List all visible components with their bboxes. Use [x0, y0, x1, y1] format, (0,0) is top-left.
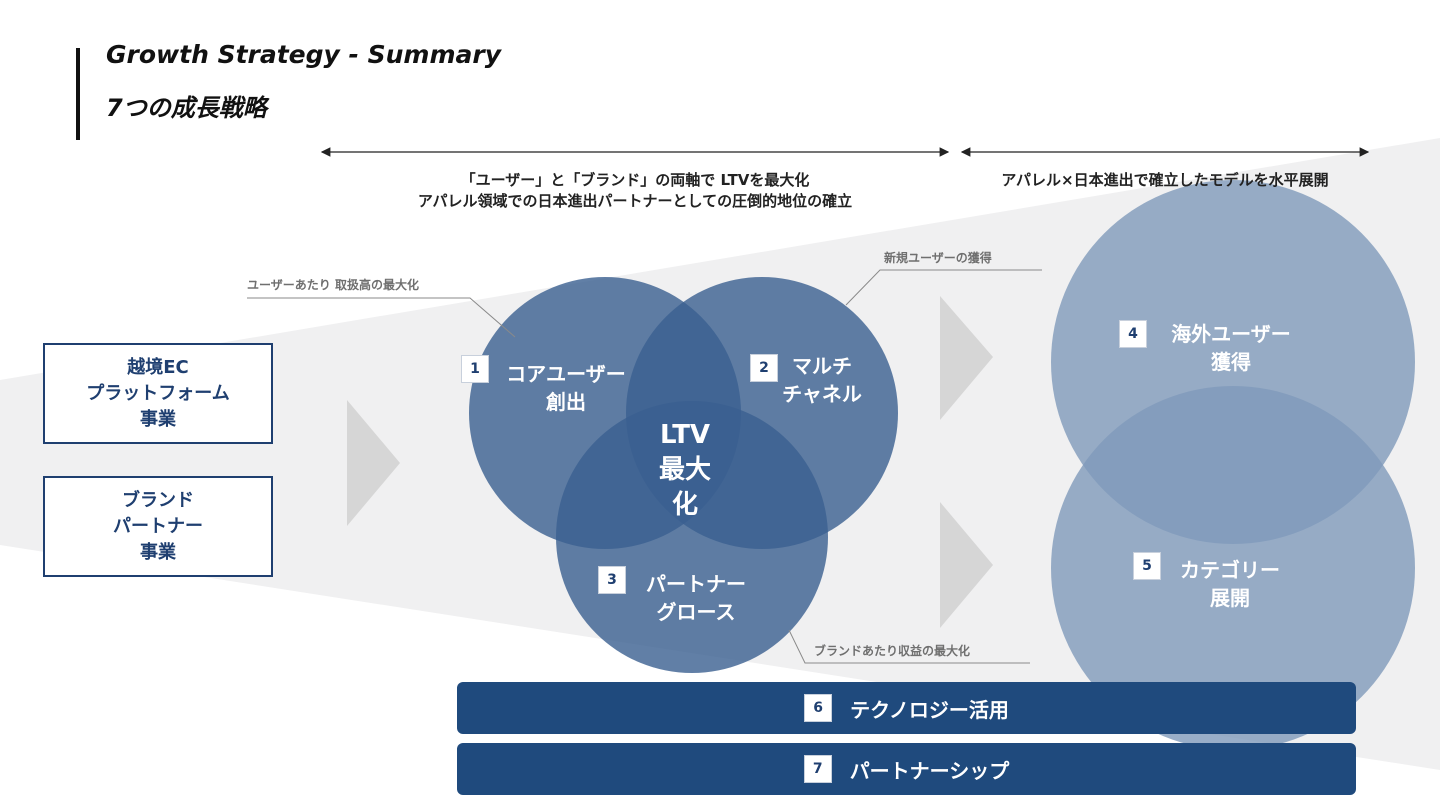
- chevron-main: [347, 400, 400, 526]
- note-per-user: ユーザーあたり 取扱高の最大化: [247, 278, 419, 292]
- center-label-line: LTV: [659, 420, 711, 450]
- venn-label-line: マルチ: [792, 354, 852, 378]
- venn-label-line: パートナー: [646, 572, 746, 596]
- expansion-label-line: 展開: [1210, 586, 1250, 610]
- venn-center-ltv: LTV 最大 化: [645, 418, 725, 523]
- business-box-cross-border-ec: 越境EC プラットフォーム 事業: [43, 343, 273, 444]
- venn-label-multichannel: マルチ チャネル: [774, 352, 870, 408]
- venn-label-partner-growth: パートナー グロース: [634, 570, 758, 626]
- expansion-label-line: カテゴリー: [1180, 558, 1280, 582]
- center-label-line: 化: [671, 490, 698, 520]
- center-label-line: 最大: [658, 455, 711, 485]
- venn-label-line: 創出: [546, 390, 586, 414]
- number-badge-7: 7: [803, 755, 832, 783]
- expansion-label-line: 海外ユーザー: [1171, 322, 1291, 346]
- business-box-brand-partner: ブランド パートナー 事業: [43, 476, 273, 577]
- strategy-bar-partnership: 7 パートナーシップ: [457, 743, 1356, 795]
- number-badge-4: 4: [1119, 320, 1147, 348]
- page-subtitle: 7つの成長戦略: [106, 94, 267, 122]
- number-badge-2: 2: [750, 354, 778, 382]
- strategy-bar-technology: 6 テクノロジー活用: [457, 682, 1356, 734]
- expansion-label-overseas: 海外ユーザー 獲得: [1158, 320, 1304, 376]
- strategy-bar-label: テクノロジー活用: [850, 697, 1009, 722]
- box-line: 越境EC: [127, 356, 189, 378]
- box-line: ブランド: [122, 489, 194, 511]
- note-per-brand: ブランドあたり収益の最大化: [814, 644, 971, 658]
- box-line: プラットフォーム: [86, 382, 230, 404]
- title-accent-bar: [76, 48, 80, 140]
- leader-line-per-user: [247, 297, 516, 338]
- number-badge-6: 6: [804, 694, 833, 722]
- expansion-label-category: カテゴリー 展開: [1172, 556, 1288, 612]
- expansion-label-line: 獲得: [1211, 350, 1251, 374]
- venn-label-line: コアユーザー: [506, 362, 626, 386]
- page-title: Growth Strategy - Summary: [106, 40, 502, 69]
- leader-line-new-users: [845, 269, 1042, 306]
- note-new-users: 新規ユーザーの獲得: [884, 251, 992, 265]
- venn-label-line: チャネル: [782, 382, 862, 406]
- left-heading: 「ユーザー」と「ブランド」の両軸で LTVを最大化 アパレル領域での日本進出パー…: [322, 170, 948, 212]
- number-badge-3: 3: [598, 566, 626, 594]
- number-badge-5: 5: [1133, 552, 1161, 580]
- left-heading-line1: 「ユーザー」と「ブランド」の両軸で LTVを最大化: [460, 171, 810, 189]
- left-heading-line2: アパレル領域での日本進出パートナーとしての圧倒的地位の確立: [417, 192, 853, 210]
- chevron-lower: [940, 502, 993, 628]
- venn-label-line: グロース: [656, 600, 736, 624]
- box-line: パートナー: [113, 515, 203, 537]
- venn-label-core-user: コアユーザー 創出: [496, 360, 636, 416]
- chevron-upper: [940, 296, 993, 420]
- venn-circle-partner-growth: [556, 401, 828, 673]
- strategy-bar-label: パートナーシップ: [849, 758, 1010, 783]
- leader-line-per-brand: [788, 629, 1030, 664]
- box-line: 事業: [140, 408, 176, 430]
- number-badge-1: 1: [461, 355, 489, 383]
- expansion-circle-category: [1051, 386, 1415, 750]
- right-heading: アパレル×日本進出で確立したモデルを水平展開: [1001, 171, 1329, 189]
- box-line: 事業: [140, 541, 176, 563]
